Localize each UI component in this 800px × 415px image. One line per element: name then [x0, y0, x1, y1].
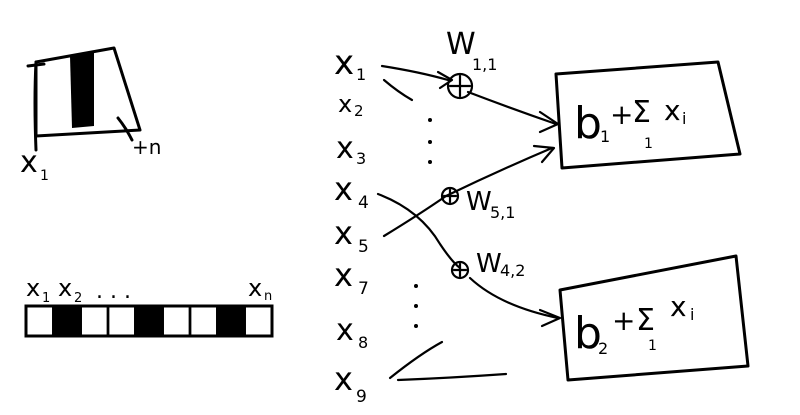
input-x3-sub: 3 [356, 149, 366, 168]
connections [376, 64, 562, 382]
output1-bias: b [574, 98, 602, 149]
input-x8-base: x [336, 313, 354, 348]
output2-bias: b [574, 308, 602, 359]
weight-w11-sub: 1,1 [472, 55, 497, 74]
input-x9-base: x [334, 360, 353, 398]
input-x4-sub: 4 [358, 193, 369, 213]
input-x7-base: x [334, 256, 353, 294]
input-x8-sub: 8 [358, 333, 368, 352]
input-x2-sub: 2 [354, 102, 364, 120]
output1-bias-sub: 1 [600, 127, 610, 146]
strip-label-xn: x [248, 274, 262, 302]
output1-term: x [664, 94, 681, 127]
output1-term-sub: i [682, 109, 686, 128]
input-x8: x 8 [336, 313, 368, 352]
input-x3-base: x [336, 131, 354, 166]
input-dots-upper [428, 118, 432, 164]
input-column: x 1 x 2 x 3 x 4 x 5 x 7 x 8 x 9 [334, 43, 432, 407]
input-x1-base: x [334, 43, 354, 83]
flattened-strip: x 1 x 2 . . . x n [24, 274, 274, 338]
input-x1: x 1 [334, 43, 366, 84]
output2-term-sub: i [690, 305, 694, 324]
weight-w51: W 5,1 [440, 186, 515, 222]
image-start-label: x [20, 145, 38, 180]
input-x5-base: x [334, 214, 353, 252]
image-sketch-top-left: x 1 +n [20, 46, 161, 184]
output1-sum-sub: 1 [644, 136, 653, 152]
strip-cell [188, 304, 219, 338]
strip-cell [79, 304, 110, 338]
output2-term: x [670, 290, 687, 323]
input-x7: x 7 [334, 256, 369, 299]
input-x2-base: x [338, 90, 352, 118]
strip-label-x1: x [26, 274, 40, 302]
strip-cell [161, 304, 192, 338]
weight-w51-base: W [466, 187, 492, 217]
input-x4: x 4 [334, 170, 369, 213]
input-dots-lower [414, 284, 418, 328]
image-end-label: +n [132, 135, 161, 159]
strip-cell [106, 304, 137, 338]
strip-cell [24, 304, 55, 338]
weight-w42-sub: 4,2 [500, 261, 525, 280]
strip-cell [134, 304, 164, 338]
input-x5: x 5 [334, 214, 369, 257]
input-x4-base: x [334, 170, 353, 208]
input-x9: x 9 [334, 360, 367, 407]
weight-w11-base: W [446, 27, 476, 62]
output2-plus: + [612, 304, 635, 337]
output2-bias-sub: 2 [598, 339, 608, 358]
output2-sum: Σ [636, 303, 655, 338]
strip-label-ellipsis: . . . [96, 279, 131, 304]
input-x1-sub: 1 [356, 65, 366, 84]
weight-w51-sub: 5,1 [490, 203, 515, 222]
input-x7-sub: 7 [358, 279, 369, 299]
input-x2: x 2 [338, 90, 364, 120]
input-x3: x 3 [336, 131, 366, 168]
strip-label-xn-sub: n [264, 289, 272, 304]
strip-cell [243, 304, 274, 338]
strip-label-x2-sub: 2 [74, 291, 82, 306]
output1-sum: Σ [632, 95, 651, 130]
strip-cells [24, 304, 274, 338]
weight-w42-base: W [476, 249, 502, 279]
output-box-2: b 2 + Σ 1 x i [558, 254, 750, 382]
strip-cell [216, 304, 246, 338]
strip-cell [52, 304, 82, 338]
input-x9-sub: 9 [356, 387, 367, 407]
strip-label-x1-sub: 1 [42, 291, 50, 306]
weight-w11: W 1,1 [446, 27, 497, 100]
weight-w42: W 4,2 [450, 249, 525, 280]
output2-sum-sub: 1 [648, 338, 657, 354]
strip-label-x2: x [58, 274, 72, 302]
output-box-1: b 1 + Σ 1 x i [554, 60, 742, 170]
image-start-subscript: 1 [40, 168, 49, 184]
output1-plus: + [610, 98, 633, 131]
input-x5-sub: 5 [358, 237, 369, 257]
